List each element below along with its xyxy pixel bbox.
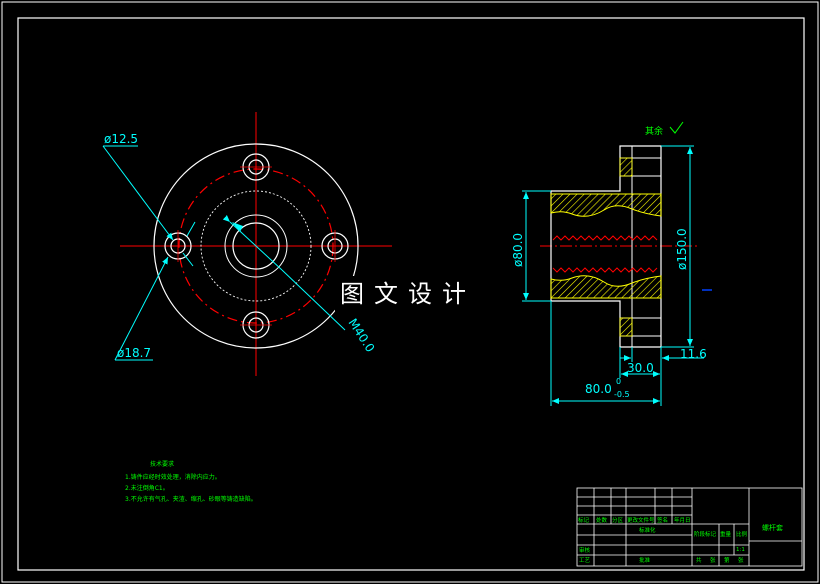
dim-flange-dia-text: ø150.0 bbox=[675, 228, 689, 270]
thread-teeth-lower bbox=[552, 267, 658, 273]
tech-req-title: 技术要求 bbox=[150, 460, 174, 468]
tb-scale-value: 1:1 bbox=[736, 547, 745, 553]
flange-outline bbox=[153, 143, 359, 349]
dim-flange-thick-text: 11.6 bbox=[680, 347, 707, 361]
bolt-hole-top bbox=[240, 153, 272, 181]
tb-scale-label: 比例 bbox=[736, 530, 748, 538]
bolt-hole-right bbox=[321, 230, 349, 262]
technical-requirements: 技术要求 1.铸件应经时效处理，消除内应力。 2.未注倒角C1。 3.不允许有气… bbox=[125, 460, 257, 503]
front-view: ø12.5 ø18.7 M40.0 bbox=[102, 112, 392, 376]
dim-counterbore-dia-text: ø18.7 bbox=[117, 346, 151, 360]
dim-shoulder-len: 30.0 bbox=[619, 347, 660, 378]
tb-header-3: 更改文件号 bbox=[627, 516, 655, 524]
side-view: 其余 ø80.0 ø150.0 11.6 bbox=[511, 121, 712, 406]
dim-bore-dia: ø80.0 bbox=[511, 190, 551, 302]
tb-sheet-label-3: 张 bbox=[738, 556, 744, 564]
tb-row-label-0: 审核 bbox=[579, 546, 591, 554]
dim-hole-dia-text: ø12.5 bbox=[104, 132, 138, 146]
dim-shoulder-len-text: 30.0 bbox=[627, 361, 654, 375]
tb-header-4: 签名 bbox=[657, 516, 668, 524]
tech-req-item-1: 1.铸件应经时效处理，消除内应力。 bbox=[125, 473, 221, 481]
tb-header-1: 处数 bbox=[596, 516, 608, 524]
dim-flange-dia: ø150.0 bbox=[661, 145, 694, 348]
tb-weight-label: 重量 bbox=[720, 530, 732, 538]
tb-header-5: 年月日 bbox=[674, 516, 691, 524]
dim-flange-thick: 11.6 bbox=[620, 347, 707, 362]
dim-length-tol-lower: -0.5 bbox=[614, 390, 630, 399]
bolt-circle bbox=[178, 168, 334, 324]
dim-length: 80.0 0 -0.5 bbox=[550, 301, 662, 406]
tb-header-0: 标记 bbox=[578, 516, 590, 524]
tb-standard-label: 标准化 bbox=[639, 526, 656, 534]
hatch-lower-wall bbox=[550, 275, 662, 299]
watermark-text: 图文设计 bbox=[340, 280, 476, 308]
hatch-top-flange bbox=[619, 157, 633, 177]
bore-circle bbox=[232, 222, 280, 270]
title-block bbox=[576, 487, 803, 567]
tech-req-item-2: 2.未注倒角C1。 bbox=[125, 484, 169, 492]
title-block-text: 标记 处数 分区 更改文件号 签名 年月日 标准化 审核 工艺 批准 阶段标记 … bbox=[578, 516, 783, 564]
tb-sheet-label-1: 张 bbox=[710, 556, 716, 564]
tb-sheet-label-0: 共 bbox=[696, 556, 702, 564]
bolt-hole-left bbox=[164, 230, 192, 262]
dim-counterbore-dia: ø18.7 bbox=[114, 221, 196, 361]
dim-thread-text: M40.0 bbox=[345, 316, 377, 355]
bolt-hole-bottom bbox=[240, 311, 272, 339]
hatch-upper-wall bbox=[550, 193, 662, 217]
hidden-circle bbox=[200, 190, 312, 302]
tb-stage-label: 阶段标记 bbox=[694, 530, 717, 538]
tb-sheet-label-2: 第 bbox=[724, 556, 730, 564]
dim-hole-dia: ø12.5 bbox=[102, 132, 194, 267]
dim-length-text: 80.0 bbox=[585, 382, 612, 396]
tech-req-item-3: 3.不允许有气孔、夹渣、缩孔、砂眼等铸造缺陷。 bbox=[125, 495, 257, 503]
tb-part-name: 螺杆套 bbox=[762, 523, 783, 532]
inner-frame bbox=[17, 17, 805, 571]
roughness-symbol bbox=[669, 121, 684, 134]
hatch-bottom-flange bbox=[619, 317, 633, 337]
dim-length-tol-upper: 0 bbox=[616, 377, 621, 386]
tb-header-2: 分区 bbox=[612, 516, 624, 524]
tb-row-label-1: 工艺 bbox=[579, 557, 591, 564]
thread-teeth-upper bbox=[552, 235, 658, 241]
roughness-label: 其余 bbox=[645, 125, 663, 137]
thread-major-circle bbox=[224, 214, 288, 278]
watermark-bg bbox=[335, 276, 495, 312]
tb-approve-label: 批准 bbox=[639, 556, 651, 564]
dim-bore-dia-text: ø80.0 bbox=[511, 233, 525, 267]
